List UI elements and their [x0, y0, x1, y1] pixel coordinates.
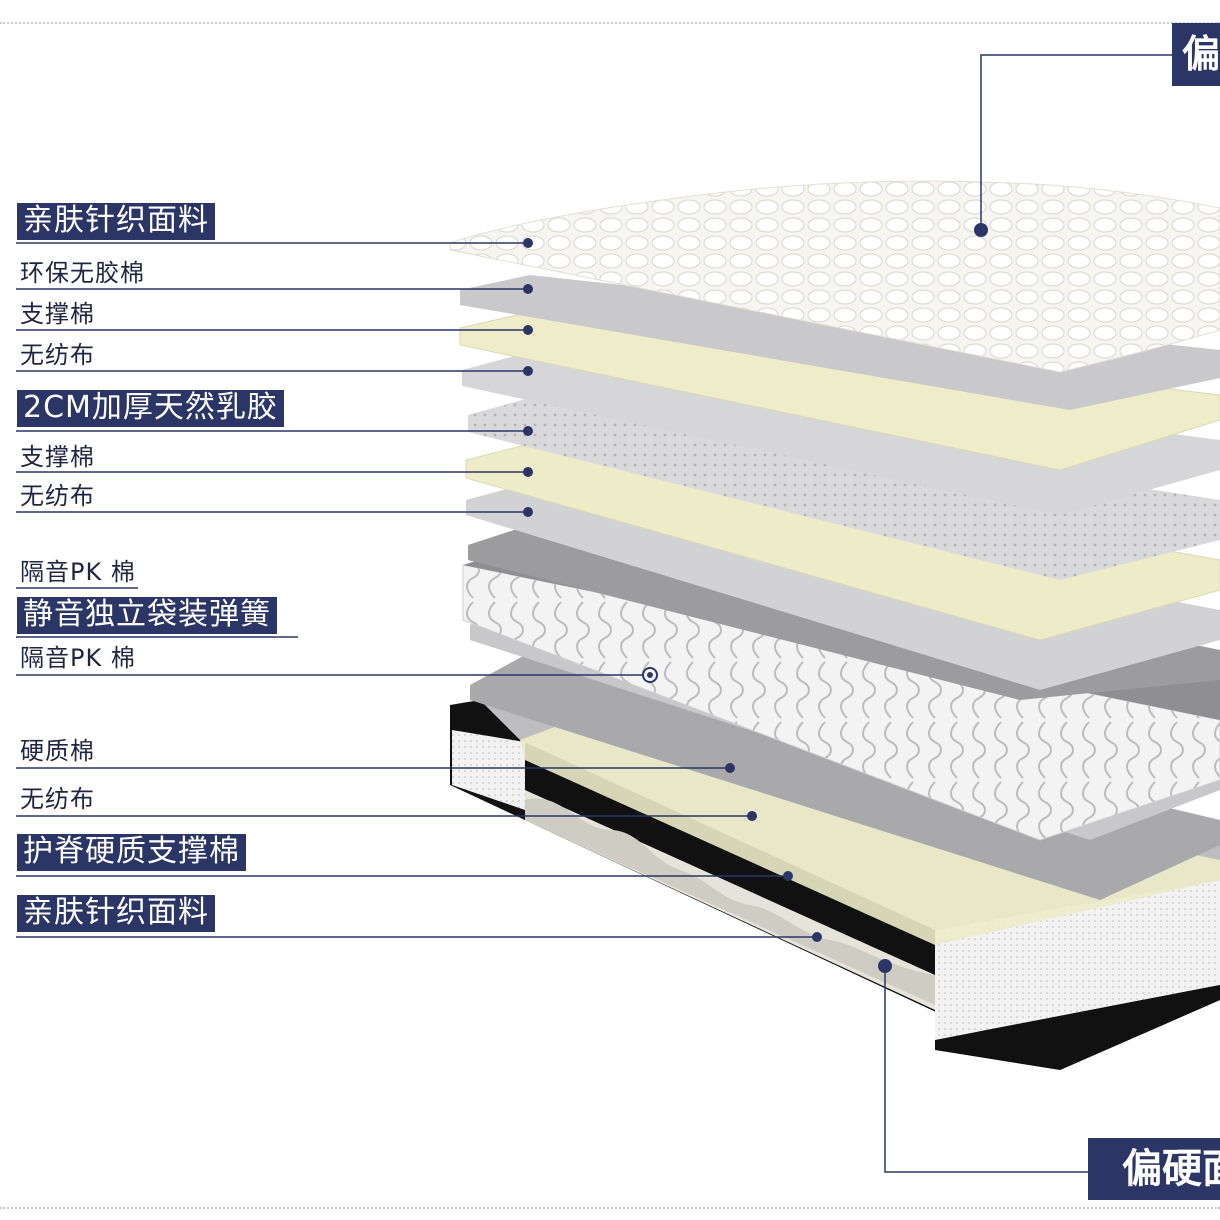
label-knit-fabric-top: 亲肤针织面料 [17, 203, 215, 240]
top-dotted-border [0, 22, 1220, 24]
label-nonwoven-2: 无纺布 [20, 482, 95, 510]
leader-lines [16, 54, 1175, 1173]
label-latex: 2CM加厚天然乳胶 [17, 390, 284, 427]
label-nonwoven-3: 无纺布 [20, 785, 95, 813]
label-hard-cotton: 硬质棉 [20, 737, 95, 765]
label-pk-cotton-lower: 隔音PK 棉 [20, 644, 136, 672]
label-eco-cotton: 环保无胶棉 [20, 259, 145, 287]
label-spine-support-cotton: 护脊硬质支撑棉 [17, 834, 246, 871]
label-support-cotton-1: 支撑棉 [20, 300, 95, 328]
bottom-dotted-border [0, 1207, 1220, 1209]
callout-bottom-right: 偏硬面 [1088, 1138, 1220, 1200]
label-pk-cotton-upper: 隔音PK 棉 [20, 558, 136, 586]
label-support-cotton-2: 支撑棉 [20, 443, 95, 471]
layer-sheets [449, 180, 1220, 945]
leader-markers [523, 223, 988, 973]
label-pocket-springs: 静音独立袋装弹簧 [17, 597, 277, 634]
label-knit-fabric-bottom: 亲肤针织面料 [17, 895, 215, 932]
label-nonwoven-1: 无纺布 [20, 341, 95, 369]
callout-top-right: 偏 [1172, 23, 1220, 86]
